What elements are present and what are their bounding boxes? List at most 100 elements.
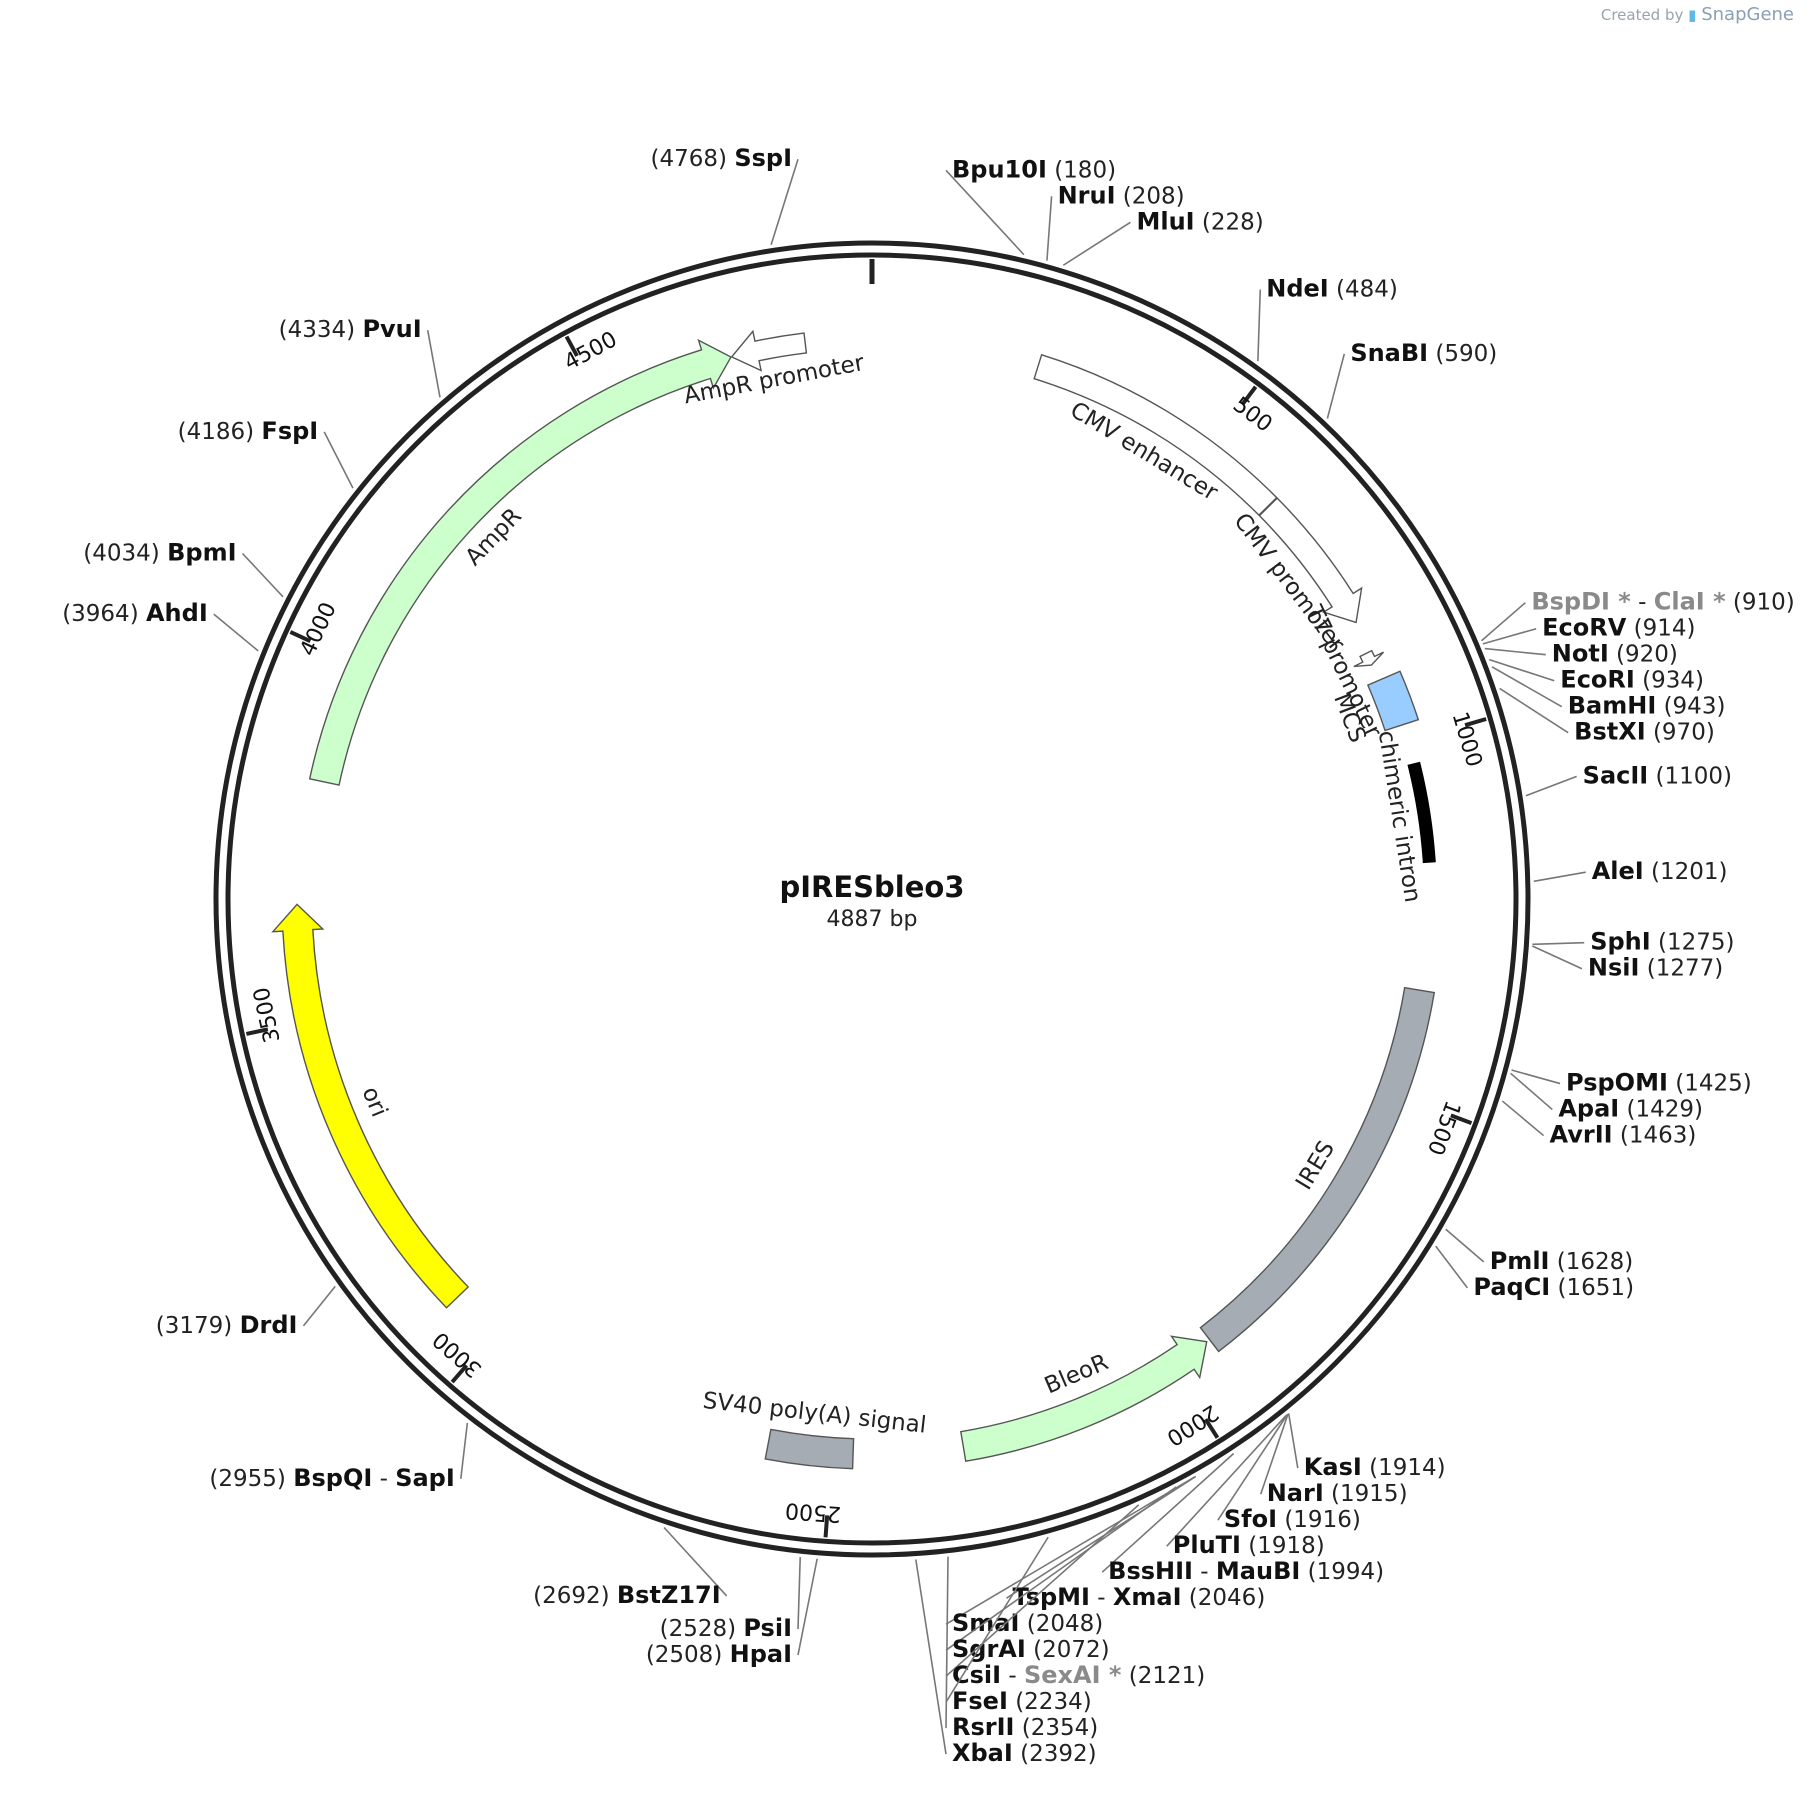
feature-arc-mcs: [1366, 670, 1420, 732]
tick-mark: [1464, 717, 1487, 728]
site-leader-line: [1533, 871, 1586, 883]
feature-arc-cmv-promoter: [1258, 497, 1363, 624]
tick-label: 1500: [1422, 1097, 1465, 1158]
site-position: (590): [1428, 341, 1497, 367]
site-bspqi: (2955) BspQI - SapI: [209, 1422, 469, 1492]
site-label: TspMI - XmaI (2046): [1012, 1583, 1265, 1611]
feature-arc-bleor: [960, 1335, 1208, 1463]
site-label: RsrII (2354): [952, 1713, 1098, 1741]
site-leader-line: [915, 1559, 947, 1755]
feature-cmv-promoter: CMV promoter: [1228, 497, 1363, 657]
site-leader-line: [1491, 666, 1563, 708]
tick-mark: [1203, 1418, 1220, 1439]
feature-ires: IRES: [1199, 986, 1436, 1353]
site-label: FseI (2234): [952, 1687, 1092, 1715]
site-fspi: (4186) FspI: [178, 417, 354, 489]
site-position: (1628): [1549, 1249, 1633, 1275]
site-enzyme-name: NarI: [1267, 1479, 1324, 1507]
site-label: (2955) BspQI - SapI: [209, 1464, 454, 1492]
site-enzyme-name: Bpu10I: [952, 155, 1047, 183]
site-ndei: NdeI (484): [1257, 275, 1398, 362]
site-csii: CsiI - SexAI * (2121): [945, 1504, 1205, 1689]
site-label: SphI (1275): [1590, 928, 1734, 956]
feature-ampr: AmpR: [308, 338, 732, 786]
site-label: (4034) BpmI: [83, 539, 236, 567]
site-enzyme-name: HpaI: [730, 1640, 792, 1668]
snapgene-credit: Created by ▮ SnapGene: [1601, 4, 1794, 25]
site-enzyme-name: BspDI *: [1531, 588, 1631, 616]
tick-label: 1000: [1447, 709, 1487, 770]
site-enzyme-name: PvuI: [362, 315, 421, 343]
backbone-ring: [213, 240, 1531, 1558]
site-enzyme-name: PluTI: [1173, 1531, 1241, 1559]
site-position: (1651): [1550, 1275, 1634, 1301]
credit-prefix: Created by: [1600, 6, 1684, 24]
site-sspi: (4768) SspI: [651, 144, 799, 245]
site-separator: -: [372, 1466, 395, 1492]
site-label: (3964) AhdI: [62, 599, 208, 627]
site-bsshii: BssHII - MauBI (1994): [1101, 1452, 1384, 1585]
site-leader-line: [241, 552, 284, 598]
site-position: (2392): [1013, 1741, 1097, 1767]
site-label: ApaI (1429): [1558, 1095, 1703, 1123]
site-position: (3964): [62, 601, 146, 627]
site-position: (910): [1726, 590, 1795, 616]
site-separator: -: [1631, 590, 1654, 616]
site-position: (208): [1116, 183, 1185, 209]
site-enzyme-name: RsrII: [952, 1713, 1014, 1741]
site-position: (1918): [1241, 1533, 1325, 1559]
site-label: NarI (1915): [1267, 1479, 1408, 1507]
site-enzyme-name-2: SapI: [395, 1464, 455, 1492]
site-label: BstXI (970): [1574, 718, 1715, 746]
site-apai: ApaI (1429): [1510, 1072, 1703, 1123]
tick-label: 3500: [249, 985, 285, 1045]
site-label: BamHI (943): [1568, 692, 1726, 720]
plasmid-name: pIRESbleo3: [779, 870, 964, 904]
site-ecorv: EcoRV (914): [1482, 614, 1695, 645]
site-enzyme-name: SnaBI: [1350, 339, 1428, 367]
site-position: (4186): [178, 419, 262, 445]
site-position: (1916): [1277, 1507, 1361, 1533]
site-pspomi: PspOMI (1425): [1511, 1069, 1752, 1097]
tick-label: 4000: [296, 599, 342, 660]
feature-arc-ampr-promoter: [730, 329, 808, 372]
site-enzyme-name: NruI: [1058, 181, 1116, 209]
site-leader-line: [945, 169, 1025, 256]
site-avrii: AvrII (1463): [1501, 1100, 1697, 1149]
site-position: (943): [1656, 694, 1725, 720]
site-leader-line: [1482, 627, 1537, 645]
site-label: (4768) SspI: [651, 144, 792, 172]
tick-mark: [1240, 385, 1258, 406]
site-leader-line: [1481, 602, 1526, 642]
site-smai: SmaI (2048): [945, 1476, 1195, 1637]
site-label: SgrAI (2072): [952, 1635, 1110, 1663]
site-label: PmlI (1628): [1490, 1247, 1634, 1275]
site-enzyme-name: SmaI: [952, 1609, 1019, 1637]
site-leader-line: [1326, 353, 1346, 419]
feature-label: ori: [357, 1083, 392, 1121]
site-enzyme-name-2: MauBI: [1216, 1557, 1300, 1585]
site-enzyme-name: PspOMI: [1566, 1069, 1668, 1097]
site-enzyme-name: ApaI: [1558, 1095, 1619, 1123]
site-leader-line: [1046, 196, 1053, 261]
feature-arc-sv40-poly-a-signal: [764, 1428, 855, 1470]
site-separator: -: [1001, 1663, 1024, 1689]
site-leader-line: [945, 1504, 1140, 1677]
site-bpu10i: Bpu10I (180): [945, 155, 1116, 256]
site-enzyme-name: AleI: [1592, 857, 1644, 885]
site-label: AvrII (1463): [1550, 1121, 1697, 1149]
feature-arc-chimeric-intron: [1407, 761, 1436, 864]
site-leader-line: [302, 1285, 336, 1327]
site-enzyme-name: FseI: [952, 1687, 1008, 1715]
site-leader-line: [797, 1558, 818, 1656]
site-paqci: PaqCI (1651): [1435, 1245, 1634, 1301]
site-label: SfoI (1916): [1224, 1505, 1361, 1533]
site-leader-line: [460, 1422, 469, 1479]
site-position: (4334): [279, 317, 363, 343]
site-enzyme-name-2: SexAI *: [1024, 1661, 1122, 1689]
feature-cmv-enhancer: CMV enhancer: [1033, 353, 1278, 517]
site-label: PaqCI (1651): [1473, 1273, 1634, 1301]
site-enzyme-name: EcoRV: [1542, 614, 1627, 642]
site-position: (920): [1609, 642, 1678, 668]
